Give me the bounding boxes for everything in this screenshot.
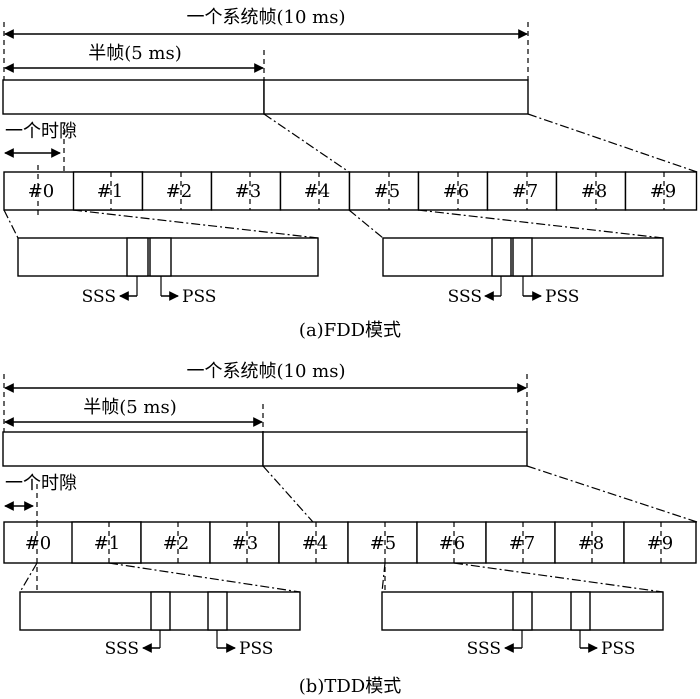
half-frame-label: 半帧(5 ms) [83, 397, 177, 418]
detail-subframe-0: SSS PSS [17, 237, 319, 307]
slot-label: 一个时隙 [5, 121, 77, 142]
sss-label: SSS [448, 287, 482, 307]
sss-label: SSS [467, 639, 501, 659]
subframe-label-9: #9 [647, 533, 674, 554]
subframe-label-2: #2 [163, 533, 190, 554]
pss-slot [207, 591, 228, 631]
system-frame-label: 一个系统帧(10 ms) [187, 361, 346, 382]
subframe-label-0: #0 [25, 533, 52, 554]
detail-subframe-0: SSS PSS [19, 591, 301, 659]
subframe-label-3: #3 [232, 533, 259, 554]
system-frame-label: 一个系统帧(10 ms) [187, 7, 346, 28]
half-frame-label: 半帧(5 ms) [88, 43, 182, 64]
subframe-label-0: #0 [28, 181, 55, 202]
caption-tdd: (b)TDD模式 [299, 676, 401, 697]
sss-slot [491, 237, 512, 277]
subframe-label-6: #6 [443, 181, 470, 202]
subframe-9 [623, 521, 697, 564]
subframe-label-6: #6 [439, 533, 466, 554]
subframe-row: #0 #1 #2 #3 #4 #5 #6 #7 #8 #9 [3, 165, 698, 216]
pss-label: PSS [239, 639, 273, 659]
subframe-1 [71, 521, 142, 564]
subframe-2 [141, 171, 213, 211]
subframe-7 [486, 171, 558, 211]
subframe-label-7: #7 [512, 181, 539, 202]
pss-slot [149, 237, 172, 277]
sss-label: SSS [105, 639, 139, 659]
subframe-label-3: #3 [235, 181, 262, 202]
subframe-label-7: #7 [509, 533, 536, 554]
subframe-label-9: #9 [650, 181, 677, 202]
subframe-label-2: #2 [166, 181, 193, 202]
subframe-3 [210, 171, 282, 211]
half-frame-2 [263, 79, 529, 115]
subframe-label-4: #4 [304, 181, 331, 202]
subframe-row: #0 #1 #2 #3 #4 #5 #6 #7 #8 #9 [3, 521, 697, 590]
subframe-8 [554, 521, 625, 564]
subframe-label-4: #4 [302, 533, 329, 554]
subframe-6 [417, 171, 489, 211]
subframe-label-1: #1 [94, 533, 121, 554]
subframe-3 [209, 521, 280, 564]
sss-label: SSS [82, 287, 116, 307]
detail-subframe-5: SSS PSS [382, 237, 664, 307]
half-frame-2 [262, 431, 528, 467]
panel-fdd: 一个系统帧(10 ms) 半帧(5 ms) 一个时隙 [2, 7, 698, 341]
subframe-label-5: #5 [370, 533, 397, 554]
sss-slot [512, 591, 533, 631]
subframe-6 [416, 521, 487, 564]
half-frame-1 [2, 79, 265, 115]
detail-subframe-5: SSS PSS [381, 591, 664, 659]
sss-slot [150, 591, 171, 631]
subframe-label-5: #5 [374, 181, 401, 202]
sss-slot [126, 237, 149, 277]
pss-label: PSS [601, 639, 635, 659]
slot-label: 一个时隙 [5, 473, 77, 494]
pss-slot [570, 591, 591, 631]
subframe-4 [278, 521, 349, 564]
subframe-5 [348, 171, 420, 211]
caption-fdd: (a)FDD模式 [299, 320, 401, 341]
panel-tdd: 一个系统帧(10 ms) 半帧(5 ms) 一个时隙 [2, 361, 698, 697]
subframe-label-1: #1 [97, 181, 124, 202]
subframe-9 [624, 171, 698, 211]
subframe-2 [140, 521, 211, 564]
pss-label: PSS [545, 287, 579, 307]
pss-slot [512, 237, 533, 277]
subframe-label-8: #8 [581, 181, 608, 202]
half-frame-1 [2, 431, 264, 467]
subframe-8 [555, 171, 627, 211]
subframe-label-8: #8 [578, 533, 605, 554]
pss-label: PSS [182, 287, 216, 307]
subframe-4 [279, 171, 351, 211]
